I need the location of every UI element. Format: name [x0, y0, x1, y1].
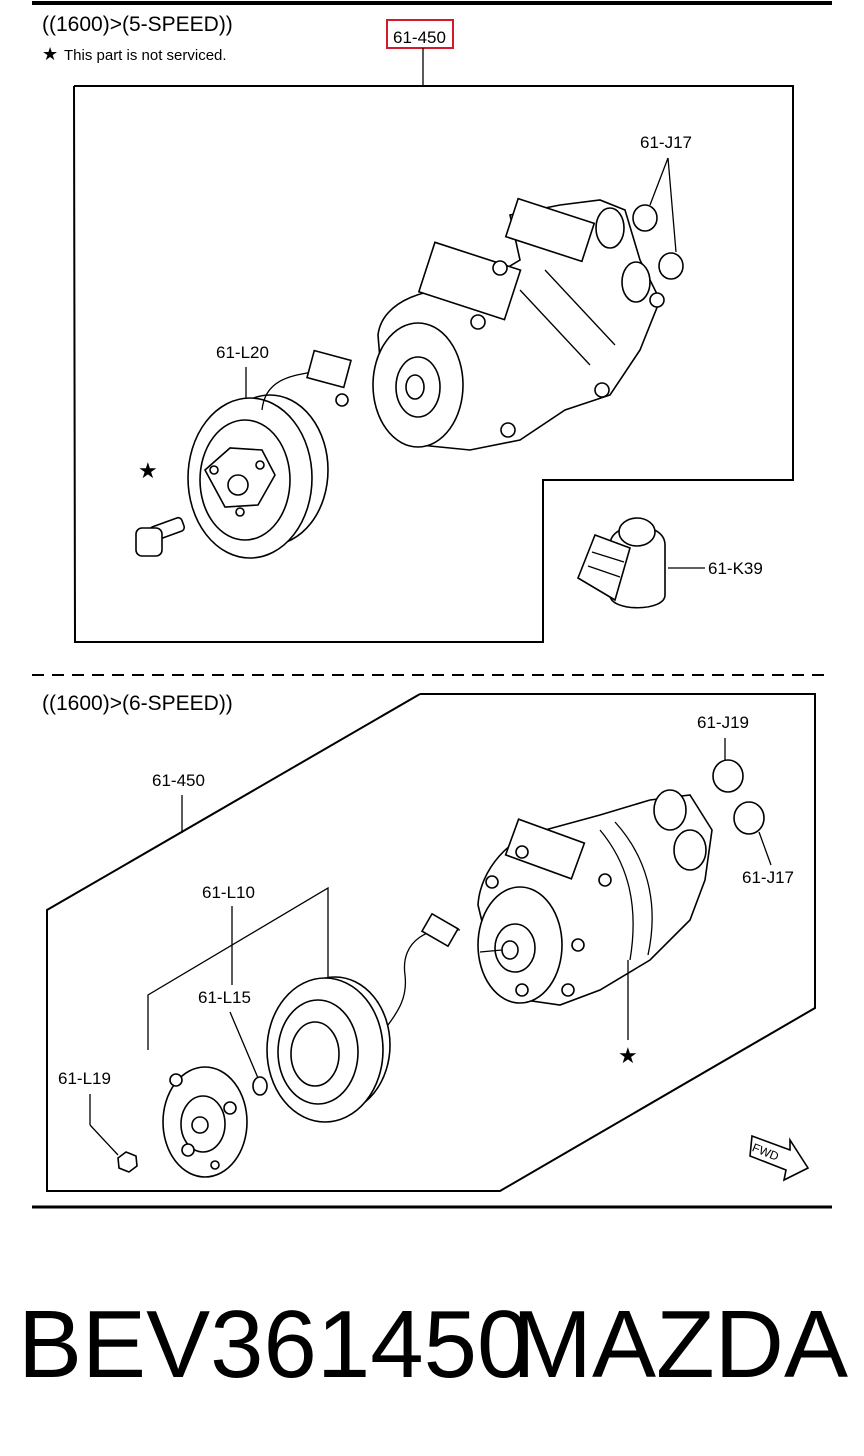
- top-clutch-label[interactable]: 61-L20: [216, 343, 269, 362]
- top-clutch-assembly[interactable]: [187, 349, 352, 559]
- top-assembly-bracket: [73, 85, 794, 643]
- top-valve-label[interactable]: 61-K39: [708, 559, 763, 578]
- nut-leader-2: [89, 1124, 119, 1156]
- bottom-shim[interactable]: [252, 1076, 268, 1096]
- bottom-star-icon: ★: [618, 1043, 638, 1068]
- brand-name: MAZDA: [512, 1291, 848, 1398]
- part-number: BEV361450: [18, 1291, 531, 1398]
- pulley-bracket: [147, 886, 329, 1050]
- note-star-icon: ★: [42, 44, 58, 64]
- product-caption: BEV361450 MAZDA: [18, 1290, 848, 1410]
- bottom-shim-label[interactable]: 61-L15: [198, 988, 251, 1007]
- bottom-section-title: ((1600)>(6-SPEED)): [42, 692, 233, 715]
- oring-b-leader: [758, 831, 772, 866]
- shim-leader: [229, 1011, 259, 1079]
- bottom-oring-b[interactable]: [733, 801, 765, 835]
- bottom-assembly-label[interactable]: 61-450: [152, 771, 205, 790]
- top-section-title: ((1600)>(5-SPEED)): [42, 13, 233, 36]
- bottom-pulley[interactable]: [266, 976, 391, 1123]
- top-assembly-label[interactable]: 61-450: [393, 28, 446, 47]
- oring-leader-1: [649, 157, 669, 206]
- top-valve[interactable]: [577, 517, 666, 609]
- bottom-pulley-label[interactable]: 61-L10: [202, 883, 255, 902]
- oring-leader-2: [667, 157, 677, 253]
- top-bolt[interactable]: [135, 516, 186, 557]
- top-oring-2[interactable]: [658, 252, 684, 280]
- top-bolt-star-icon: ★: [138, 458, 158, 483]
- bottom-compressor[interactable]: [387, 789, 713, 1026]
- note-text: This part is not serviced.: [64, 47, 227, 64]
- fwd-arrow-icon: [749, 1134, 810, 1182]
- top-oring-1[interactable]: [632, 204, 658, 232]
- top-oring-label[interactable]: 61-J17: [640, 133, 692, 152]
- bottom-nut[interactable]: [117, 1151, 138, 1173]
- bottom-oring-a[interactable]: [712, 759, 744, 793]
- bottom-oring-b-label[interactable]: 61-J17: [742, 868, 794, 887]
- bottom-clutch-plate[interactable]: [162, 1066, 248, 1178]
- assembly-label-highlight: [386, 19, 454, 49]
- bottom-nut-label[interactable]: 61-L19: [58, 1069, 111, 1088]
- bottom-oring-a-label[interactable]: 61-J19: [697, 713, 749, 732]
- bottom-assembly-bracket: [46, 693, 816, 1192]
- top-compressor[interactable]: [372, 197, 665, 451]
